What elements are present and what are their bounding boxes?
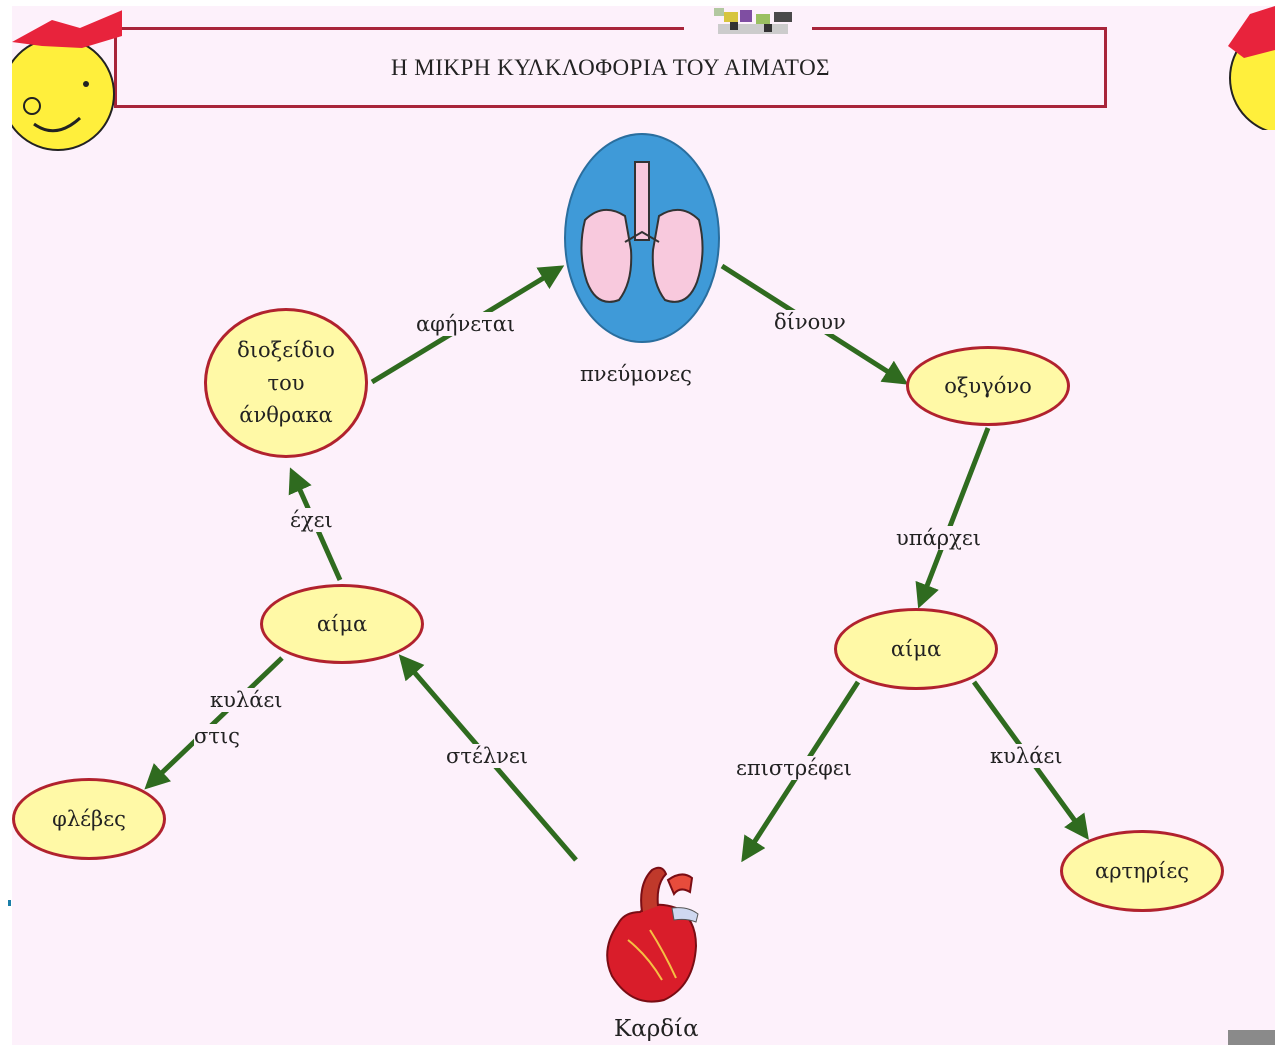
corner-artifact [1228, 1030, 1275, 1045]
page-title: Η ΜΙΚΡΗ ΚΥΛΚΛΟΦΟΡΙΑ ΤΟΥ ΑΙΜΑΤΟΣ [390, 54, 831, 80]
node-carbon-dioxide-line3: άνθρακα [239, 403, 333, 428]
node-oxygen: οξυγόνο [906, 346, 1070, 426]
node-blood-left-label: αίμα [316, 611, 368, 636]
edge-artifact [8, 900, 11, 906]
link-label-give: δίνουν [774, 310, 846, 334]
link-label-flows-in-line1: κυλάει [210, 688, 283, 712]
node-veins: φλέβες [12, 778, 166, 860]
heart-label: Καρδία [614, 1016, 699, 1042]
link-label-flows: κυλάει [990, 744, 1063, 768]
node-carbon-dioxide-line1: διοξείδιο [237, 338, 335, 363]
node-blood-right: αίμα [834, 608, 998, 690]
heart-icon [606, 866, 699, 1003]
node-oxygen-label: οξυγόνο [944, 373, 1032, 398]
node-carbon-dioxide-line2: του [267, 370, 305, 395]
cartoon-face-icon [1228, 6, 1275, 130]
link-label-returns: επιστρέφει [736, 756, 852, 780]
link-label-leaves: αφήνεται [416, 312, 516, 336]
node-blood-left: αίμα [260, 584, 424, 664]
image-artifact [684, 8, 812, 38]
link-label-sends: στέλνει [446, 744, 529, 768]
node-arteries-label: αρτηρίες [1095, 858, 1189, 883]
arrow-oxygen-to-blood [915, 427, 991, 609]
lungs-label: πνεύμονες [580, 362, 692, 386]
arrow-blood-to-veins [144, 656, 284, 790]
lungs-icon [564, 133, 720, 343]
node-blood-right-label: αίμα [890, 636, 942, 661]
node-carbon-dioxide: διοξείδιο του άνθρακα [204, 308, 368, 458]
node-arteries: αρτηρίες [1060, 830, 1224, 912]
title-box: Η ΜΙΚΡΗ ΚΥΛΚΛΟΦΟΡΙΑ ΤΟΥ ΑΙΜΑΤΟΣ [114, 27, 1107, 108]
cartoon-face-icon [12, 10, 122, 151]
link-label-has: έχει [290, 508, 333, 532]
link-label-exists: υπάρχει [896, 526, 981, 550]
node-veins-label: φλέβες [52, 806, 126, 831]
link-label-flows-in-line2: στις [194, 724, 240, 748]
